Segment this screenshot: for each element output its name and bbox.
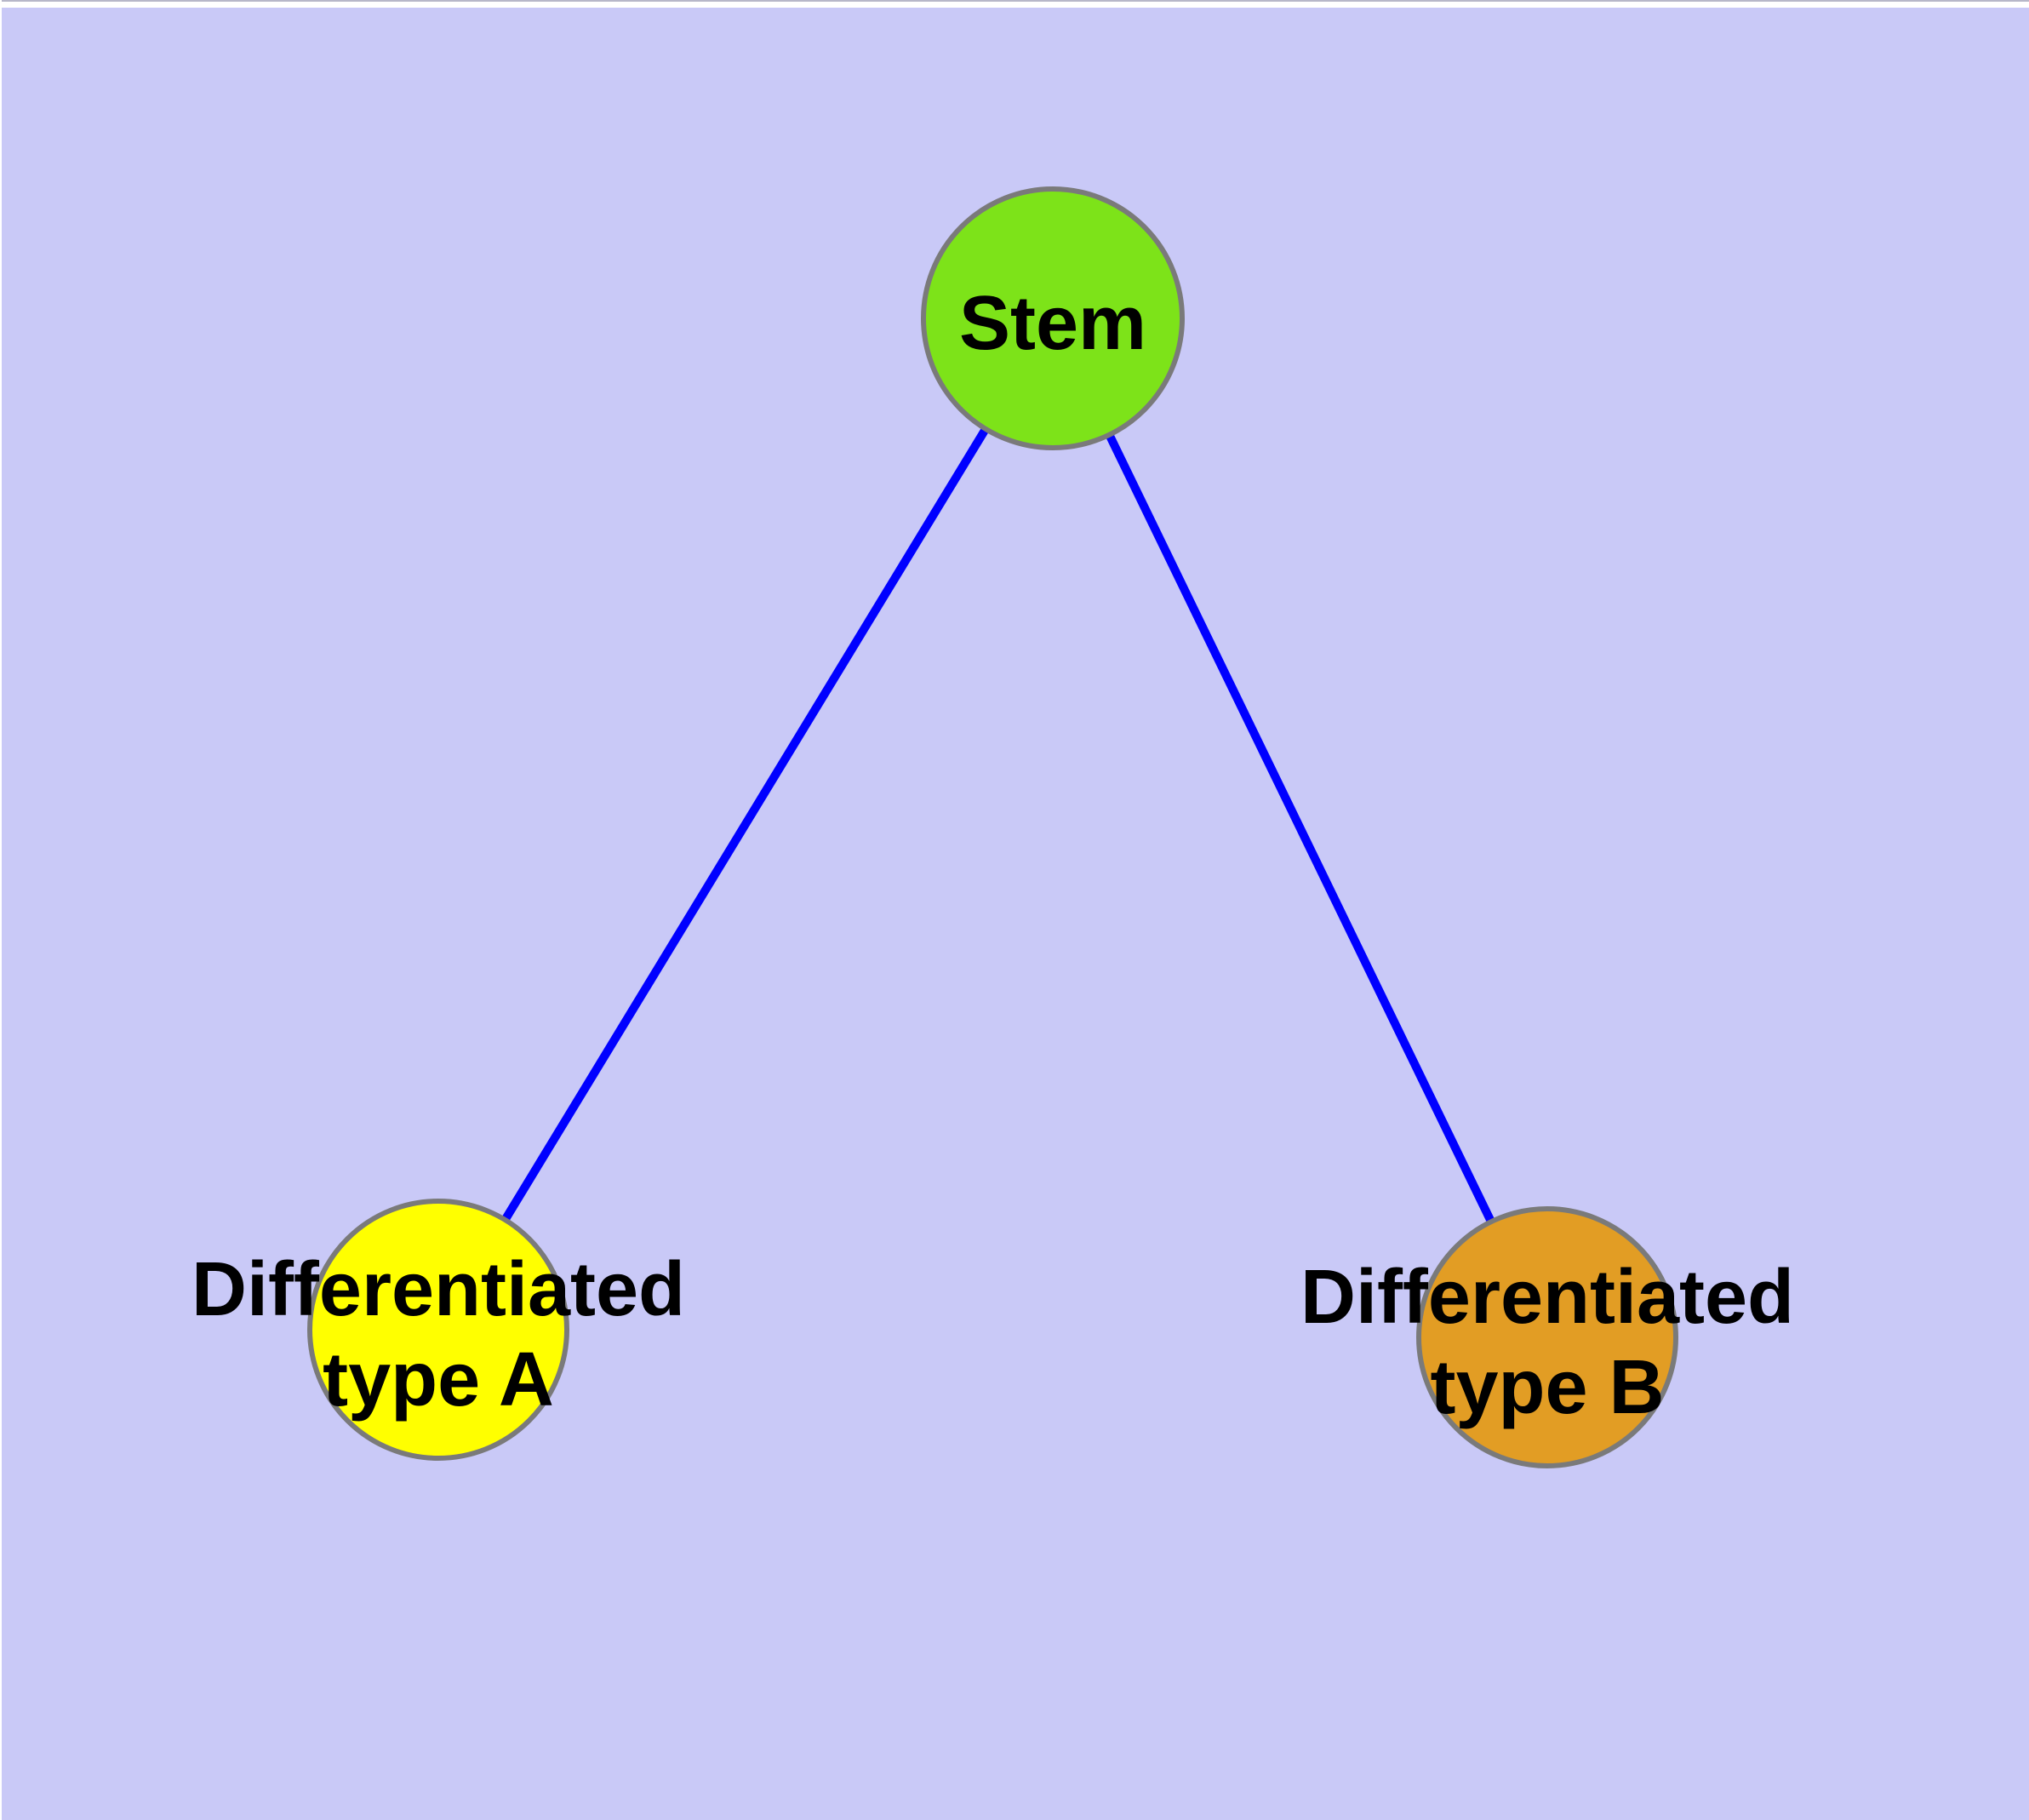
edge-stem-to-type-b bbox=[1049, 316, 1552, 1340]
edge-stem-to-type-a bbox=[434, 316, 1057, 1332]
node-stem bbox=[921, 186, 1185, 450]
node-label-line: type B bbox=[1430, 1345, 1664, 1430]
node-label-line: Stem bbox=[959, 281, 1146, 366]
node-differentiated-type-a bbox=[307, 1199, 569, 1461]
node-label-stem: Stem bbox=[959, 281, 1146, 366]
node-label-line: type A bbox=[323, 1337, 554, 1422]
node-label-line: Differentiated bbox=[191, 1247, 685, 1332]
node-differentiated-type-b bbox=[1416, 1206, 1678, 1468]
window-top-edge bbox=[0, 0, 2029, 8]
window-left-edge bbox=[0, 0, 2, 1820]
node-label-line: Differentiated bbox=[1300, 1255, 1794, 1340]
